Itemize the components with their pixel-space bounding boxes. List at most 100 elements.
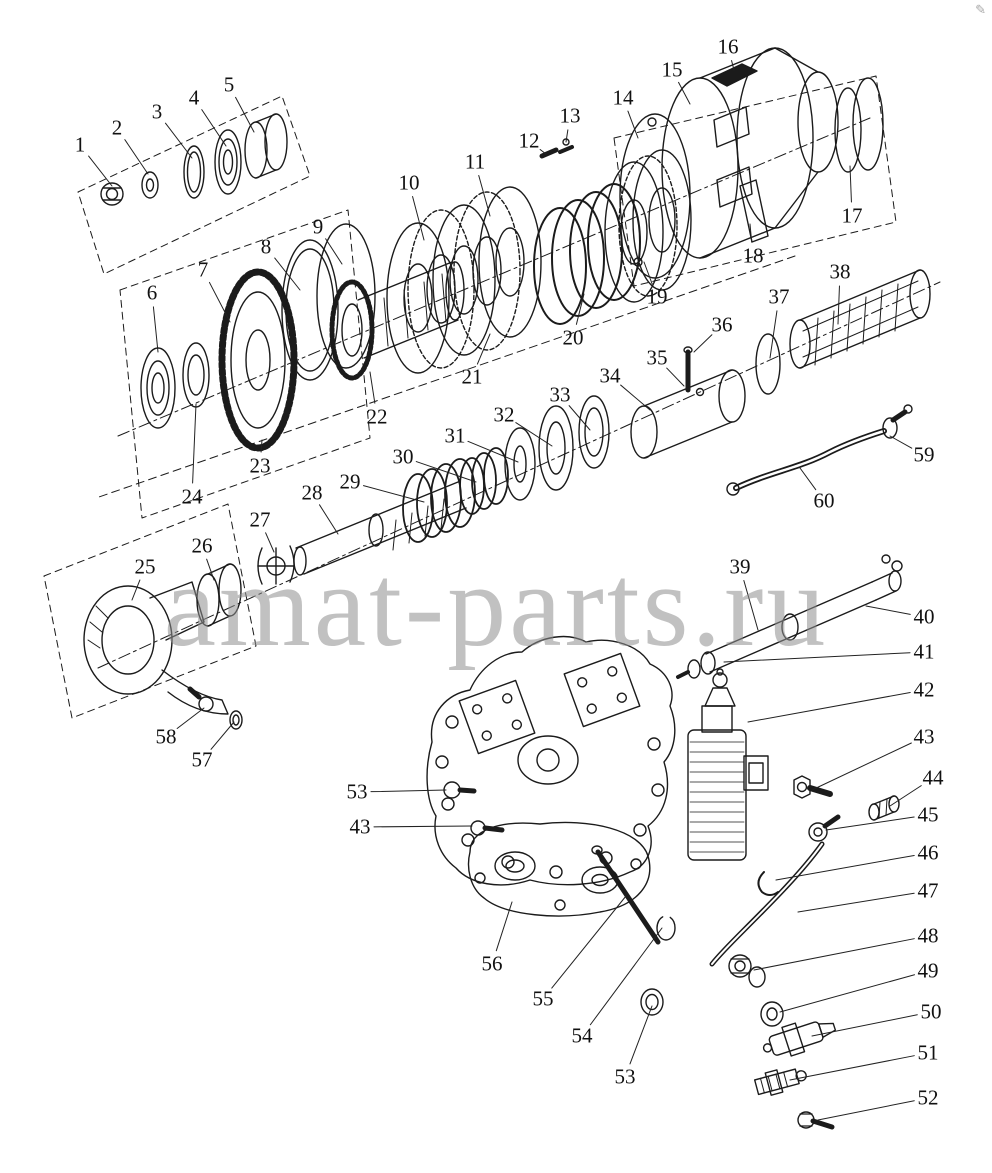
leader-line: [797, 892, 915, 913]
callout-label: 23: [249, 453, 271, 478]
callout-label: 2: [111, 115, 123, 140]
callout-label: 51: [917, 1040, 939, 1065]
callout-label: 47: [917, 878, 939, 903]
leader-line: [152, 306, 159, 353]
part-group-drive-yoke: [83, 481, 467, 730]
callout-label: 14: [612, 85, 634, 110]
callout-label: 8: [260, 234, 272, 259]
callout-label: 58: [155, 724, 177, 749]
callout-label: 1: [74, 132, 86, 157]
leader-line: [811, 1014, 918, 1037]
callout-label: 44: [922, 765, 944, 790]
leader-line: [811, 742, 912, 791]
leader-line: [678, 81, 691, 105]
callout-label: 45: [917, 802, 939, 827]
leader-line: [837, 285, 840, 325]
callout-label: 43: [349, 814, 371, 839]
part-group-fittings: [709, 775, 900, 1130]
callout-label: 42: [913, 677, 935, 702]
leader-line: [515, 422, 553, 447]
leader-line: [629, 1005, 653, 1065]
part-group-coupling-shaft: [630, 269, 931, 459]
leader-line: [478, 174, 491, 217]
leader-line: [825, 816, 915, 831]
callout-label: 3: [151, 99, 163, 124]
leader-line: [743, 579, 759, 631]
callout-label: 59: [913, 442, 935, 467]
callout-label: 55: [532, 986, 554, 1011]
leader-line: [551, 895, 627, 989]
leader-line: [643, 261, 653, 285]
leader-line: [210, 721, 235, 750]
callout-label: 31: [444, 423, 466, 448]
leader-line: [206, 558, 215, 581]
callout-label: 9: [312, 214, 324, 239]
part-group-housing: [426, 635, 676, 1016]
callout-label: 35: [646, 345, 668, 370]
leader-line: [88, 155, 113, 187]
callout-label: 10: [398, 170, 420, 195]
leader-line: [131, 579, 141, 601]
callout-label: 53: [614, 1064, 636, 1089]
leader-line: [260, 439, 263, 453]
leader-line: [192, 403, 197, 484]
leader-line: [412, 196, 425, 241]
callout-label: 33: [549, 382, 571, 407]
leader-line: [164, 122, 193, 159]
leader-line: [265, 532, 275, 553]
callout-label: 50: [920, 999, 942, 1024]
callout-label: 13: [559, 103, 581, 128]
leader-line: [124, 139, 149, 175]
callout-label: 27: [249, 507, 271, 532]
part-group-valve: [687, 668, 769, 861]
leader-line: [693, 334, 713, 353]
leader-line: [849, 165, 852, 203]
leader-line: [723, 652, 911, 663]
callout-label: 41: [913, 639, 935, 664]
leader-line: [627, 110, 639, 139]
leader-line: [318, 504, 339, 535]
callout-label: 4: [188, 85, 200, 110]
callout-label: 25: [134, 554, 156, 579]
callout-label: 29: [339, 469, 361, 494]
leader-line: [325, 238, 343, 265]
callout-label: 43: [913, 724, 935, 749]
leader-line: [476, 333, 491, 365]
callout-label: 30: [392, 444, 414, 469]
callout-label: 19: [646, 284, 668, 309]
leader-line: [495, 901, 513, 952]
callout-label: 20: [562, 325, 584, 350]
leader-line: [539, 149, 547, 155]
leader-line: [235, 96, 255, 133]
leader-line: [565, 129, 569, 143]
leader-line: [731, 60, 735, 71]
callout-label: 53: [346, 779, 368, 804]
callout-label: 11: [464, 149, 486, 174]
part-group-pipe: [726, 404, 913, 496]
leader-lines: [88, 60, 922, 1121]
leader-line: [753, 938, 915, 971]
callout-label: 36: [711, 312, 733, 337]
callout-label: 38: [829, 259, 851, 284]
part-group-gear-cluster: [140, 223, 465, 452]
callout-label: 24: [181, 484, 203, 509]
leader-line: [666, 367, 685, 387]
leader-line: [749, 223, 753, 243]
leader-line: [274, 257, 301, 291]
callout-label: 7: [197, 257, 209, 282]
part-group-clutch-discs: [386, 186, 542, 374]
leader-line: [747, 692, 911, 723]
callout-label: 60: [813, 488, 835, 513]
callout-label: 6: [146, 280, 158, 305]
callout-label: 48: [917, 923, 939, 948]
part-group-pins: [539, 138, 574, 159]
callout-label: 15: [661, 57, 683, 82]
leader-line: [865, 605, 911, 615]
leader-line: [208, 281, 231, 323]
leader-line: [201, 109, 227, 147]
callout-label: 26: [191, 533, 213, 558]
leader-line: [775, 854, 915, 881]
callout-label: 12: [518, 128, 540, 153]
callout-label: 40: [913, 604, 935, 629]
